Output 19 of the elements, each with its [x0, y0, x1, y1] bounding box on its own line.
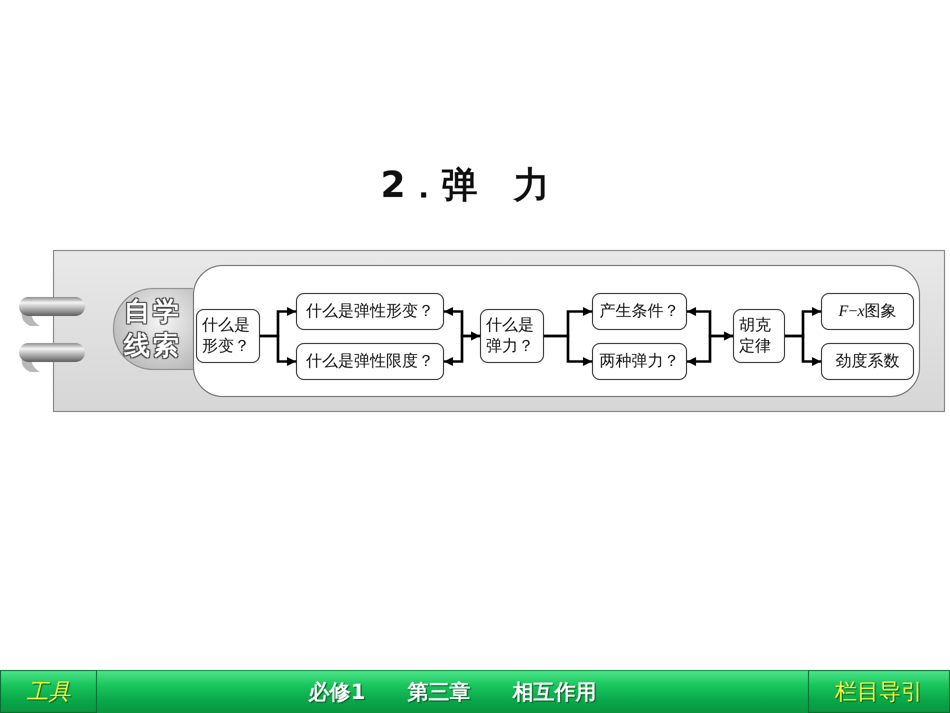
concept-box: 劲度系数 [821, 343, 914, 380]
arrow [687, 332, 733, 366]
concept-box: 什么是弹性形变？ [296, 293, 444, 330]
concept-box: 胡克定律 [733, 309, 785, 363]
concept-box: 什么是弹性限度？ [296, 343, 444, 380]
nav-button: 工具 [0, 670, 97, 713]
concept-box: 产生条件？ [592, 293, 687, 330]
concept-box: 什么是形变？ [196, 309, 260, 363]
heading-tab: 自学线索 [113, 288, 193, 370]
arrow [544, 334, 592, 366]
nav-button: 栏目导引 [808, 670, 950, 713]
arrow [260, 334, 296, 366]
concept-box: 两种弹力？ [592, 343, 687, 380]
concept-box: F−x图象 [821, 293, 914, 330]
concept-box: 什么是弹力？ [480, 309, 544, 363]
title: 2．弹 力 [380, 164, 550, 208]
arrow [785, 334, 821, 366]
footer-text: 必修1 第三章 相互作用 [308, 679, 596, 706]
arrow [444, 332, 480, 366]
